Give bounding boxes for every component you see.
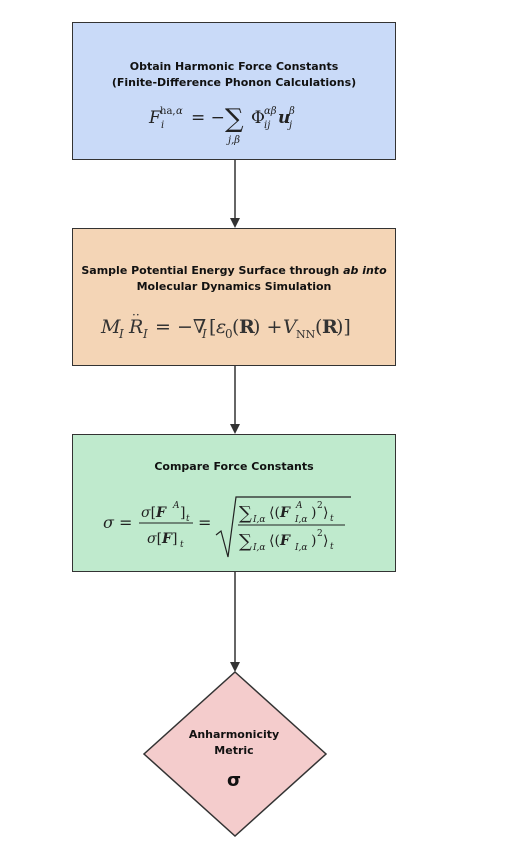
- svg-text:⟨(F: ⟨(F: [269, 533, 291, 549]
- svg-text:I,α: I,α: [252, 543, 266, 553]
- svg-text:=: =: [198, 513, 211, 532]
- svg-text:Φ: Φ: [251, 108, 265, 128]
- svg-text:I: I: [142, 327, 148, 341]
- svg-text:σ: σ: [103, 513, 115, 532]
- svg-text:(: (: [315, 316, 322, 338]
- svg-text:R: R: [128, 316, 143, 338]
- svg-text:I,α: I,α: [252, 515, 266, 525]
- svg-text:F: F: [148, 108, 162, 128]
- result-label-line1: Anharmonicity: [188, 728, 280, 741]
- step1-title: Obtain Harmonic Force Constants (Finite-…: [73, 59, 395, 91]
- svg-text:2: 2: [317, 529, 323, 539]
- equation-of-motion-svg: M I R ̈ ·· I = −∇ I [ ε 0 ( R ) + V NN (…: [100, 306, 351, 341]
- step1-title-line1: Obtain Harmonic Force Constants: [129, 60, 339, 73]
- step-molecular-dynamics: Sample Potential Energy Surface through …: [72, 228, 396, 366]
- svg-text:i: i: [161, 120, 164, 131]
- step2-title: Sample Potential Energy Surface through …: [73, 263, 395, 295]
- svg-text:∑: ∑: [239, 531, 252, 552]
- svg-text:σ[F: σ[F: [141, 505, 167, 521]
- step2-title-line1: Sample Potential Energy Surface through …: [73, 263, 395, 279]
- svg-text:j,β: j,β: [226, 135, 240, 146]
- svg-text:t: t: [180, 540, 184, 550]
- svg-text:A: A: [172, 501, 180, 511]
- svg-text:I: I: [201, 327, 207, 341]
- svg-text:σ[F]: σ[F]: [147, 531, 177, 547]
- svg-text:I: I: [118, 327, 124, 341]
- step3-title: Compare Force Constants: [154, 460, 314, 473]
- svg-text:ij: ij: [264, 120, 270, 131]
- svg-text:t: t: [330, 514, 334, 524]
- svg-text:V: V: [283, 316, 299, 338]
- svg-text:[: [: [209, 316, 216, 338]
- svg-text:NN: NN: [296, 328, 316, 341]
- svg-text:=: =: [119, 513, 132, 532]
- svg-text:R: R: [239, 316, 255, 338]
- anharmonicity-equation-svg: σ = σ[F A ] t σ[F] t = ∑ I,α ⟨(F A I,α )…: [103, 496, 351, 558]
- svg-text:∑: ∑: [239, 503, 252, 524]
- svg-text:α: α: [176, 106, 183, 117]
- svg-text:): ): [311, 505, 316, 521]
- result-diamond: [142, 670, 328, 838]
- step-harmonic-force-constants: Obtain Harmonic Force Constants (Finite-…: [72, 22, 396, 160]
- svg-text:= −∇: = −∇: [155, 316, 206, 338]
- svg-text:⟩: ⟩: [323, 533, 328, 549]
- svg-text:u: u: [278, 108, 290, 128]
- svg-text:) +: ) +: [253, 316, 282, 338]
- harmonic-force-equation: F ha, α i = − ∑ j,β Φ αβ ij u β j: [73, 101, 395, 175]
- svg-text:j: j: [287, 120, 292, 131]
- harmonic-force-equation-svg: F ha, α i = − ∑ j,β Φ αβ ij u β j: [148, 104, 295, 146]
- step-compare-force-constants: Compare Force Constants σ = σ[F A ] t σ[…: [72, 434, 396, 572]
- svg-text:)]: )]: [336, 316, 351, 338]
- anharmonicity-equation: σ = σ[F A ] t σ[F] t = ∑ I,α ⟨(F A I,α )…: [73, 489, 395, 573]
- svg-text:⟨(F: ⟨(F: [269, 505, 291, 521]
- equation-of-motion: M I R ̈ ·· I = −∇ I [ ε 0 ( R ) + V NN (…: [73, 306, 395, 357]
- svg-text:I,α: I,α: [294, 515, 308, 525]
- svg-text:= −: = −: [191, 108, 225, 128]
- svg-text:I,α: I,α: [294, 543, 308, 553]
- result-label-line2: Metric: [214, 744, 254, 757]
- svg-text:M: M: [100, 316, 121, 338]
- svg-text:t: t: [330, 542, 334, 552]
- svg-text:ha,: ha,: [160, 106, 176, 117]
- svg-text:(: (: [232, 316, 239, 338]
- step2-title-line2: Molecular Dynamics Simulation: [136, 280, 332, 293]
- svg-text:∑: ∑: [225, 104, 244, 134]
- svg-text:R: R: [322, 316, 338, 338]
- svg-text:]: ]: [180, 505, 185, 521]
- step2-title-prefix: Sample Potential Energy Surface through: [81, 264, 344, 277]
- result-label: Anharmonicity Metric: [144, 727, 324, 759]
- step2-title-italic: ab into: [343, 264, 387, 277]
- svg-text:): ): [311, 533, 316, 549]
- result-symbol: σ: [226, 770, 242, 791]
- svg-text:t: t: [186, 514, 190, 524]
- step1-title-line2: (Finite-Difference Phonon Calculations): [111, 76, 357, 89]
- svg-text:··: ··: [132, 313, 140, 322]
- svg-text:ε: ε: [216, 316, 226, 338]
- svg-text:β: β: [288, 106, 295, 117]
- svg-text:0: 0: [225, 327, 233, 341]
- svg-text:A: A: [295, 501, 303, 511]
- svg-text:⟩: ⟩: [323, 505, 328, 521]
- svg-text:2: 2: [317, 501, 323, 511]
- svg-text:αβ: αβ: [264, 106, 277, 117]
